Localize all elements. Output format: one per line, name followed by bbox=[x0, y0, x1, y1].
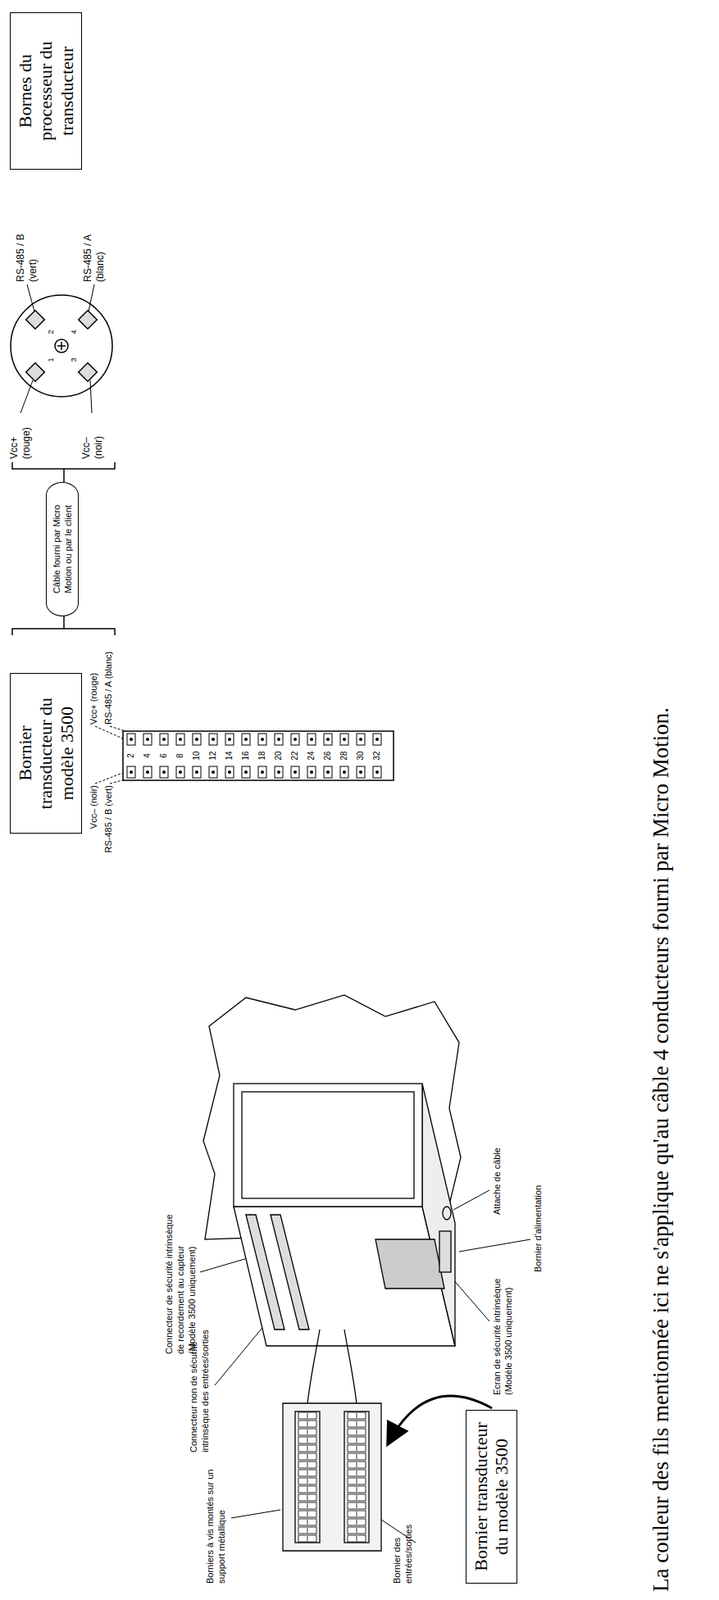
part-label: Bornier des entrées/sorties bbox=[391, 1493, 415, 1584]
part-label: Attache de câble bbox=[491, 1124, 504, 1216]
terminal-number: 24 bbox=[306, 748, 317, 764]
wire-label: Vcc– (noir) bbox=[88, 785, 101, 876]
box-text: Bornier transducteur du modèle 3500 bbox=[470, 1418, 513, 1576]
wire-label: RS-485 / B (vert) bbox=[103, 785, 115, 876]
pin-number: 4 bbox=[68, 327, 79, 337]
wire-label: RS-485 / A (blanc) bbox=[81, 213, 107, 283]
terminal-number: 26 bbox=[323, 748, 333, 764]
terminal-number: 4 bbox=[142, 748, 153, 764]
terminal-number: 16 bbox=[241, 748, 251, 764]
terminal-number: 10 bbox=[191, 748, 202, 764]
leader-lines bbox=[20, 284, 531, 1543]
terminal-strip bbox=[122, 731, 394, 781]
part-label: Connecteur non de sécurité intrinsèque d… bbox=[188, 1321, 212, 1453]
terminal-number: 18 bbox=[257, 748, 268, 764]
terminal-number: 20 bbox=[273, 748, 284, 764]
wire-label: Vcc+ (rouge) bbox=[8, 414, 33, 460]
terminal-number: 8 bbox=[175, 748, 186, 764]
note-text: La couleur des fils mentionnée ici ne s'… bbox=[647, 509, 674, 1593]
pin-number: 2 bbox=[45, 327, 56, 337]
box-text: Bornes du processeur du transducteur bbox=[14, 20, 78, 162]
wire-label: Vcc+ (rouge) bbox=[88, 636, 101, 725]
part-label: Borniers à vis montés sur un support mét… bbox=[204, 1454, 228, 1584]
terminal-number: 28 bbox=[339, 748, 350, 764]
part-label: Ecran de sécurité intrinsèque (Modèle 35… bbox=[491, 1247, 515, 1396]
title-box: Bornier transducteur du modèle 3500 bbox=[9, 673, 82, 834]
pin-number: 3 bbox=[68, 355, 79, 365]
pin-number: 1 bbox=[45, 355, 56, 365]
terminal-number: 14 bbox=[224, 748, 235, 764]
terminal-number: 32 bbox=[372, 748, 383, 764]
terminal-number: 2 bbox=[126, 748, 137, 764]
wire-label: RS-485 / B (vert) bbox=[14, 213, 40, 283]
brackets bbox=[12, 462, 115, 636]
wire-label: RS-485 / A (blanc) bbox=[103, 636, 115, 725]
box-text: Bornier transducteur du modèle 3500 bbox=[14, 681, 78, 826]
part-label: Connecteur de sécurité intrinsèque de re… bbox=[163, 1213, 198, 1355]
terminal-number: 22 bbox=[290, 748, 301, 764]
terminal-number: 30 bbox=[355, 748, 366, 764]
terminal-number: 12 bbox=[208, 748, 219, 764]
terminal-number: 6 bbox=[159, 748, 169, 764]
title-box: Bornier transducteur du modèle 3500 bbox=[465, 1410, 518, 1584]
cable-cylinder: Câble fourni par Micro Motion ou par le … bbox=[45, 482, 79, 617]
wire-label: Vcc– (noir) bbox=[80, 414, 105, 460]
box-text: Câble fourni par Micro Motion ou par le … bbox=[51, 494, 75, 605]
part-label: Bornier d'alimentation bbox=[532, 1157, 545, 1273]
terminal-head bbox=[10, 295, 113, 397]
title-box: Bornes du processeur du transducteur bbox=[9, 12, 82, 170]
instrument-illustration bbox=[203, 995, 492, 1552]
